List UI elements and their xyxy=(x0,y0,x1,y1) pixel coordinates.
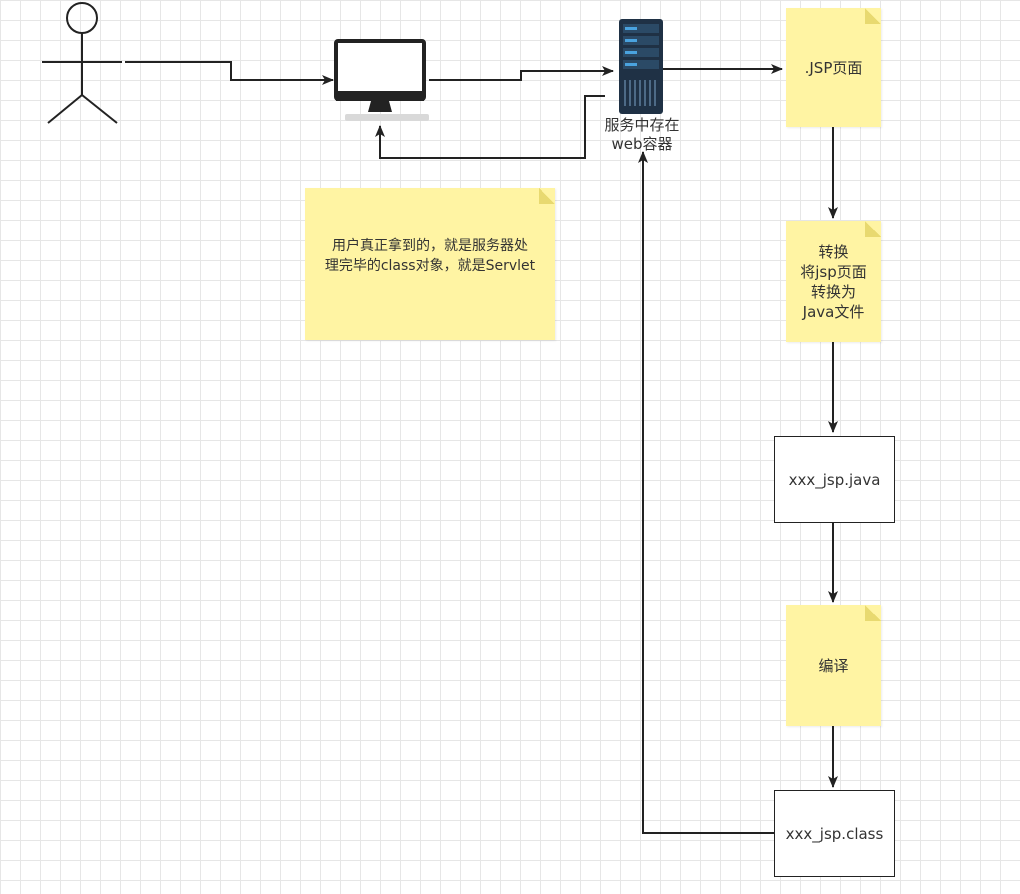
note-fold-icon xyxy=(865,605,881,621)
convert-note-text: 转换 将jsp页面 转换为 Java文件 xyxy=(800,242,867,321)
arrow-server-back-to-computer xyxy=(375,95,605,159)
computer-monitor-icon xyxy=(334,39,429,121)
class-file-box: xxx_jsp.class xyxy=(774,790,895,877)
compile-note: 编译 xyxy=(786,605,881,726)
jsp-page-note: .JSP页面 xyxy=(786,8,881,127)
server-icon xyxy=(619,19,663,114)
note-fold-icon xyxy=(865,221,881,237)
user-actor-icon xyxy=(42,2,122,124)
arrow-computer-to-server xyxy=(429,66,614,81)
connectors xyxy=(125,61,838,834)
java-file-box: xxx_jsp.java xyxy=(774,436,895,523)
note-fold-icon xyxy=(865,8,881,24)
java-file-label: xxx_jsp.java xyxy=(788,470,881,489)
user-receives-note: 用户真正拿到的，就是服务器处 理完毕的class对象，就是Servlet xyxy=(305,188,555,340)
convert-note: 转换 将jsp页面 转换为 Java文件 xyxy=(786,221,881,342)
note-fold-icon xyxy=(539,188,555,204)
compile-note-text: 编译 xyxy=(818,656,849,675)
arrow-class-to-server xyxy=(638,151,774,834)
user-receives-note-text: 用户真正拿到的，就是服务器处 理完毕的class对象，就是Servlet xyxy=(324,238,536,274)
jsp-page-note-text: .JSP页面 xyxy=(804,58,863,77)
server-label: 服务中存在 web容器 xyxy=(604,116,680,153)
class-file-label: xxx_jsp.class xyxy=(785,824,884,843)
arrow-user-to-computer xyxy=(125,61,334,85)
